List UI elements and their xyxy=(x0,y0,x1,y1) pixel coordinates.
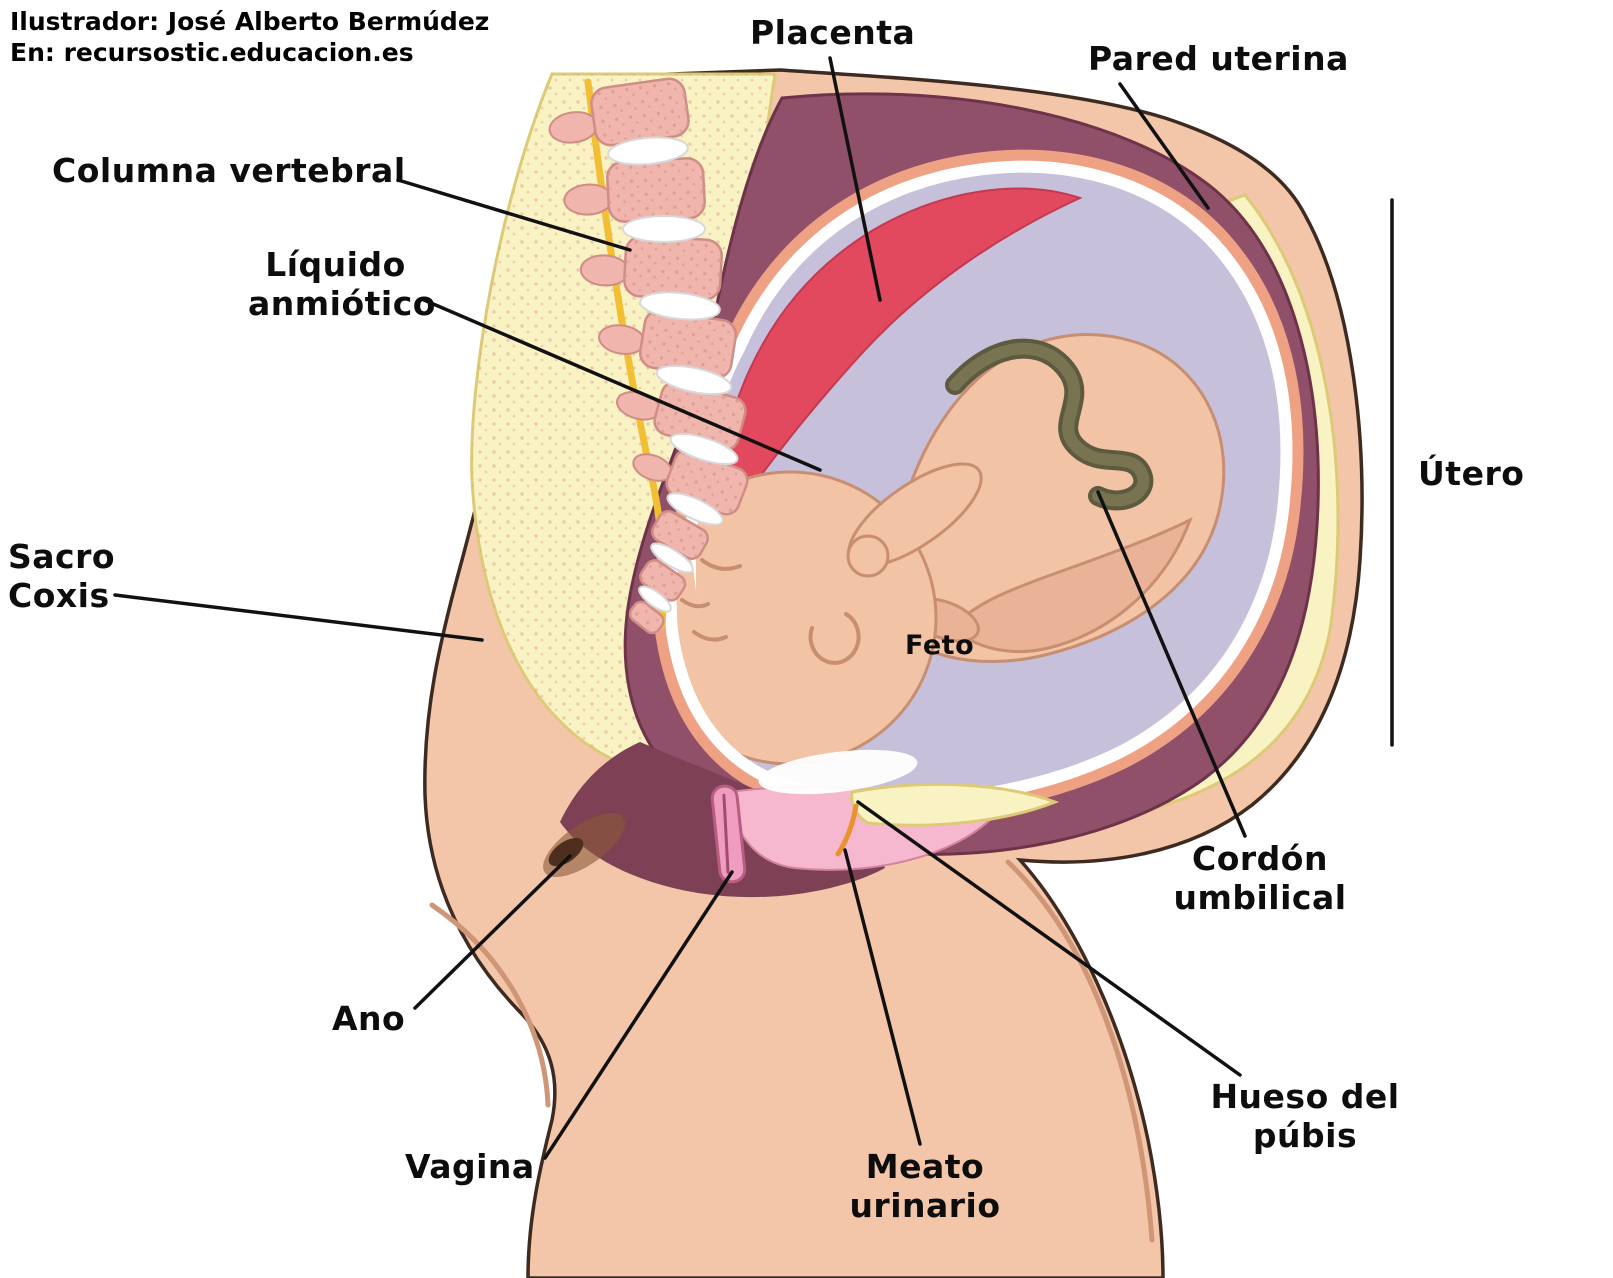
anus xyxy=(548,837,584,867)
coxis-vertebra xyxy=(628,600,665,635)
sac-contents xyxy=(676,187,1226,766)
label-placenta: Placenta xyxy=(750,13,916,52)
label-vagina: Vagina xyxy=(405,1147,535,1186)
leader-lines xyxy=(113,56,1394,1160)
label-hueso-pubis: Hueso del púbis xyxy=(1210,1077,1400,1155)
placenta-shape xyxy=(710,187,1083,549)
credit-source: En: recursostic.educacion.es xyxy=(10,38,414,68)
leader-line-vagina xyxy=(543,870,734,1160)
leader-line-hueso-pubis xyxy=(856,800,1242,1077)
umbilical-cord xyxy=(949,342,1150,507)
fetus-nose xyxy=(680,598,710,609)
leader-line-sacro-coxis xyxy=(113,593,484,642)
credit-block: Ilustrador: José Alberto Bermúdez En: re… xyxy=(10,6,489,69)
label-ano: Ano xyxy=(332,999,406,1038)
leader-line-placenta xyxy=(828,56,882,302)
label-feto: Feto xyxy=(905,630,975,661)
label-liquido-anmiotico: Líquido anmiótico xyxy=(248,245,436,323)
intervertebral-discs xyxy=(607,136,739,613)
urethra xyxy=(835,803,859,857)
label-sacro-coxis: Sacro Coxis xyxy=(8,537,116,615)
vertebra xyxy=(598,309,738,379)
leader-line-cordon-umbilical xyxy=(1096,490,1247,838)
fetus-eye xyxy=(700,558,742,571)
pubis-bone xyxy=(850,782,1060,827)
sacral-vertebra xyxy=(639,559,687,602)
vertebra xyxy=(563,157,706,223)
fetus-ear xyxy=(808,612,861,665)
credit-illustrator: Ilustrador: José Alberto Bermúdez xyxy=(10,7,490,36)
leader-line-liquido-anmiotico xyxy=(422,298,822,472)
vertebra xyxy=(616,380,747,452)
vagina-canal xyxy=(710,784,747,884)
fetus-face xyxy=(680,558,861,665)
label-meato-urinario: Meato urinario xyxy=(849,1147,1001,1225)
leader-line-meato-urinario xyxy=(843,848,922,1146)
fetus-mouth xyxy=(692,630,728,642)
label-cordon-umbilical: Cordón umbilical xyxy=(1173,839,1347,917)
leader-line-ano xyxy=(413,854,572,1010)
label-pared-uterina: Pared uterina xyxy=(1088,39,1349,78)
pelvic-gap xyxy=(758,749,918,795)
buttock-crease xyxy=(429,902,551,1108)
leader-line-columna-vertebral xyxy=(396,178,632,252)
vertebra xyxy=(579,235,723,301)
leader-line-pared-uterina xyxy=(1118,82,1210,210)
label-columna-vertebral: Columna vertebral xyxy=(52,151,406,190)
label-utero: Útero xyxy=(1418,454,1525,493)
fetus-hand xyxy=(846,534,890,578)
groin-crease xyxy=(1005,859,1155,1243)
vertebral-column xyxy=(548,77,749,635)
